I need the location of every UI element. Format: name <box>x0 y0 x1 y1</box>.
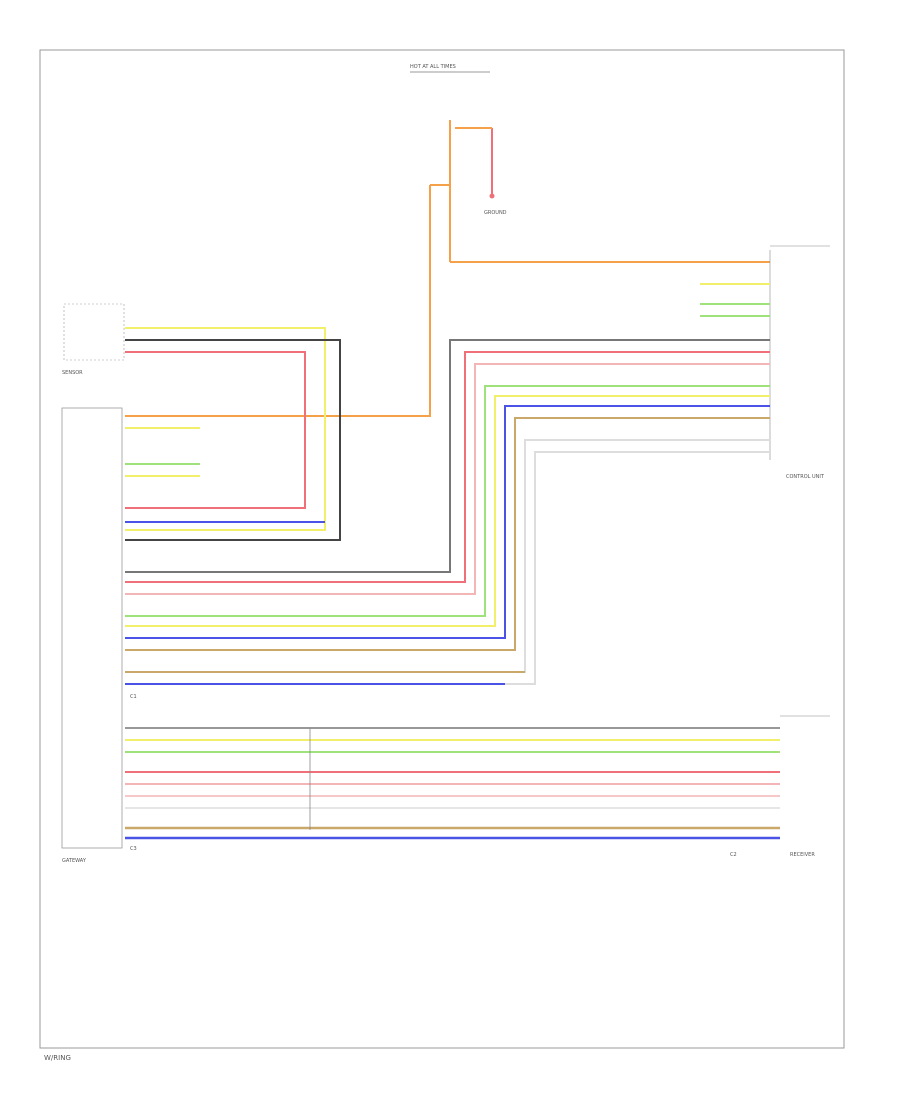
left-upper-module <box>63 303 125 361</box>
right-connector-block: CONTROL UNIT <box>769 245 830 480</box>
sensor-label: SENSOR <box>62 370 83 376</box>
left-control-unit <box>61 407 123 849</box>
bottom-bus <box>125 727 780 840</box>
connector-b-label: C2 <box>730 852 737 858</box>
connector-a-label: C1 <box>130 694 137 700</box>
fuse-box-label: HOT AT ALL TIMES <box>410 64 456 70</box>
middle-bus <box>125 339 770 685</box>
wire-red-top <box>125 351 306 509</box>
ground-label: GROUND <box>484 210 507 216</box>
svg-text:CONTROL UNIT: CONTROL UNIT <box>786 474 825 480</box>
wire-yellow-top <box>125 327 326 531</box>
wire-orange-main <box>125 185 431 417</box>
receiver-label: RECEIVER <box>790 852 815 858</box>
diagram-frame <box>39 49 845 1049</box>
ground-terminal <box>489 193 495 199</box>
footer-code: W/RING <box>44 1054 71 1062</box>
connector-c-label: C3 <box>130 846 137 852</box>
left-unit-label: GATEWAY <box>62 858 87 864</box>
wire-gray-top <box>125 339 341 541</box>
